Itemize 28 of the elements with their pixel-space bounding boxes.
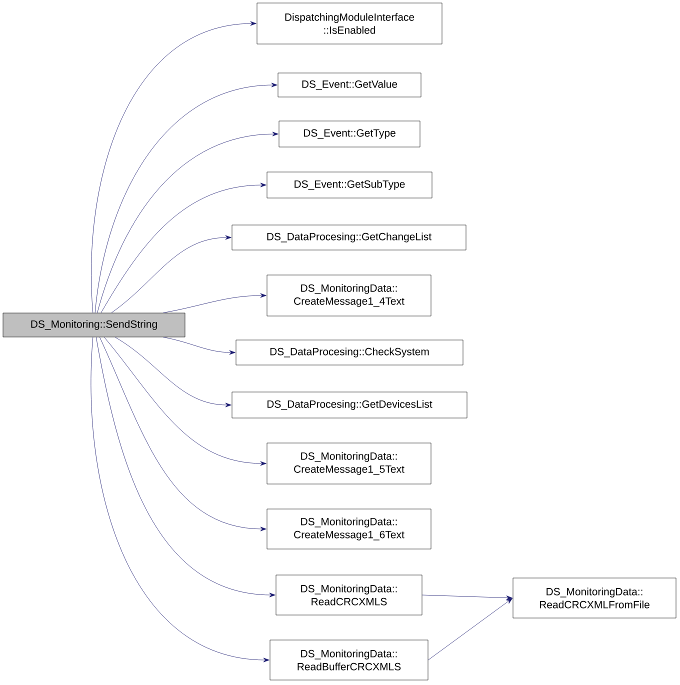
arrow	[100, 182, 266, 313]
arrow	[428, 598, 513, 660]
arrow	[97, 132, 278, 313]
function-box: DS_MonitoringData:: ReadCRCXMLS	[276, 574, 422, 616]
arrow	[94, 82, 278, 313]
arrow	[99, 337, 266, 532]
function-box: DS_MonitoringData:: ReadCRCXMLFromFile	[512, 578, 676, 618]
function-box: DS_MonitoringData:: ReadBufferCRCXMLS	[270, 640, 428, 680]
arrow	[114, 337, 232, 408]
arrow	[422, 594, 512, 600]
function-box: DS_MonitoringData:: CreateMessage1_4Text	[266, 274, 432, 316]
function-box: DS_DataProcesing::GetDevicesList	[232, 392, 468, 418]
function-box: DS_DataProcesing::GetChangeList	[232, 224, 466, 250]
arrow	[90, 337, 270, 662]
function-box: DS_Event::GetType	[278, 120, 420, 148]
arrow	[111, 235, 232, 313]
arrow	[91, 21, 256, 313]
arrow	[104, 337, 266, 466]
function-box: DS_Event::GetValue	[278, 72, 422, 98]
function-box: DS_Event::GetSubType	[266, 172, 432, 198]
function-box: DS_MonitoringData:: CreateMessage1_6Text	[266, 508, 432, 550]
arrow	[163, 293, 266, 313]
arrow	[96, 337, 276, 598]
arrow	[163, 337, 236, 355]
function-box: DS_DataProcesing::CheckSystem	[236, 340, 464, 366]
function-box: DS_Monitoring::SendString	[2, 312, 186, 338]
function-box: DS_MonitoringData:: CreateMessage1_5Text	[266, 442, 432, 484]
function-box: DispatchingModuleInterface ::IsEnabled	[256, 2, 442, 44]
